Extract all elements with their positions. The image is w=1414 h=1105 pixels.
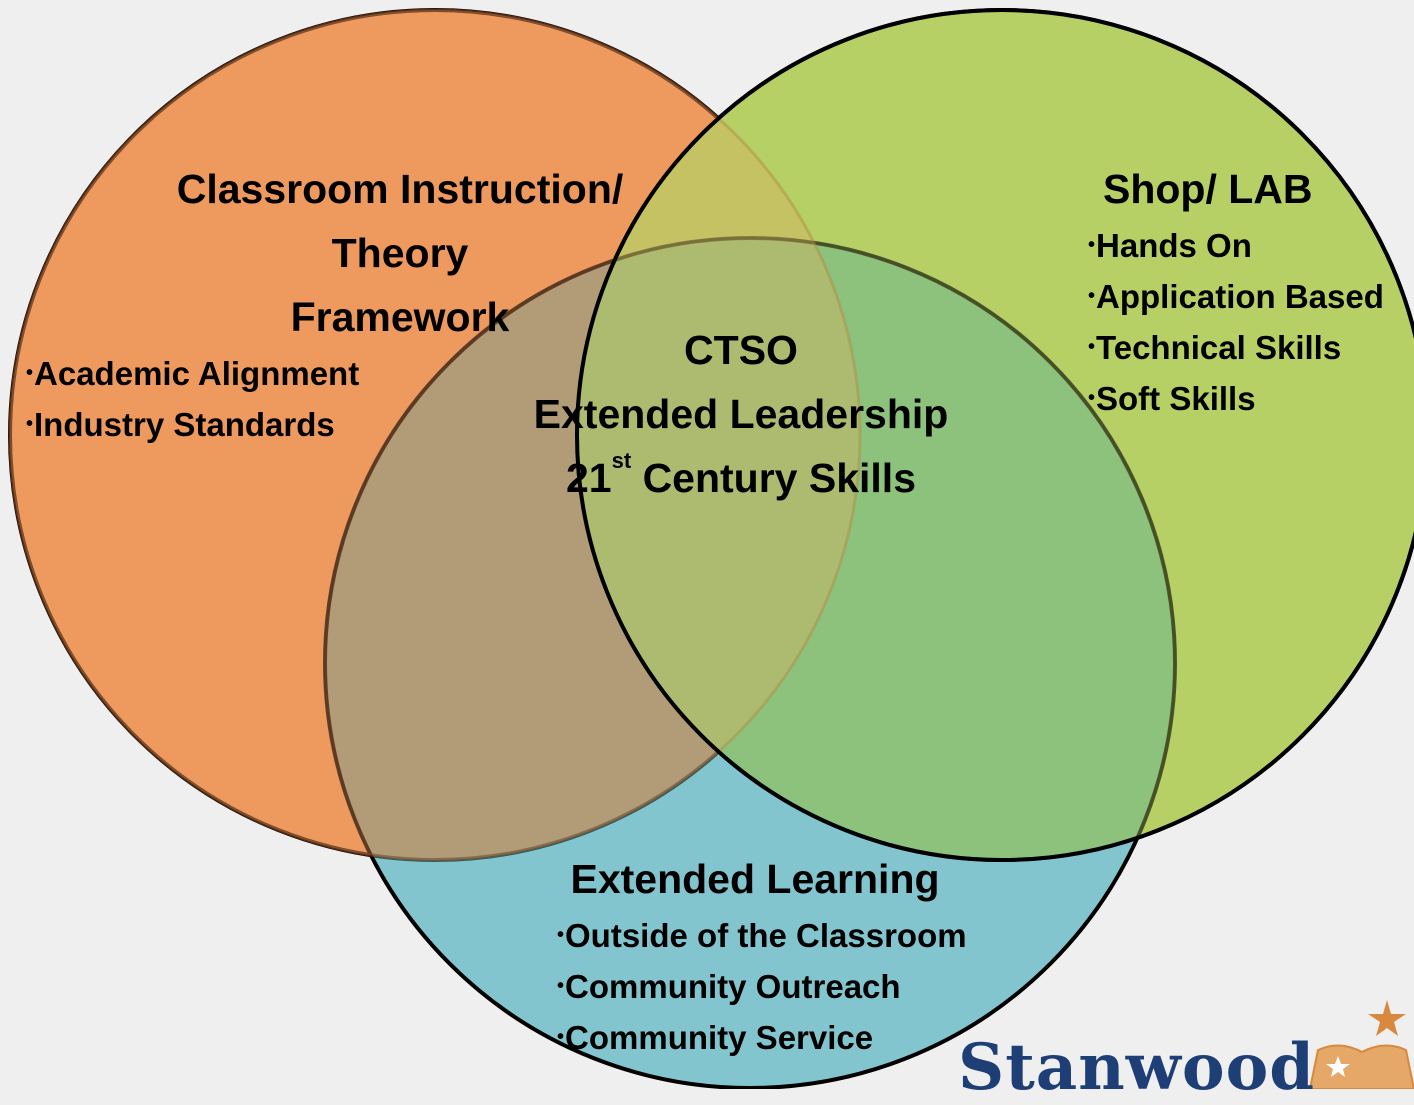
bullet-icon: • — [1088, 387, 1096, 409]
shop-bullet: •Hands On — [1088, 227, 1252, 264]
learning-bullet: •Community Service — [557, 1019, 874, 1056]
classroom-bullet: •Academic Alignment — [26, 355, 360, 392]
classroom-title-line3: Framework — [290, 294, 510, 340]
bullet-icon: • — [557, 924, 565, 946]
center-line2: Extended Leadership — [533, 391, 949, 437]
stanwood-logo: Stanwood — [958, 1030, 1315, 1105]
classroom-circle-overlay — [8, 8, 862, 862]
learning-bullet: •Outside of the Classroom — [557, 917, 967, 954]
shop-bullet: •Technical Skills — [1088, 329, 1342, 366]
extended-learning-outline — [323, 236, 1177, 1089]
bullet-icon: • — [557, 1026, 565, 1048]
center-line1: CTSO — [684, 327, 798, 373]
learning-bullet: •Community Outreach — [557, 968, 901, 1005]
bullet-icon: • — [557, 975, 565, 997]
bullet-icon: • — [1088, 285, 1096, 307]
center-line3: 21st Century Skills — [566, 448, 916, 502]
shop-title: Shop/ LAB — [1103, 166, 1313, 212]
learning-title: Extended Learning — [570, 856, 940, 902]
extended-learning-circle — [323, 236, 1177, 1089]
shop-bullet: •Soft Skills — [1088, 380, 1256, 417]
shop-bullet: •Application Based — [1088, 278, 1384, 315]
classroom-title-line2: Theory — [331, 230, 469, 276]
bullet-icon: • — [26, 413, 34, 435]
bullet-icon: • — [1088, 234, 1096, 256]
classroom-bullet: •Industry Standards — [26, 406, 335, 443]
classroom-title-line1: Classroom Instruction/ — [176, 166, 624, 212]
bullet-icon: • — [1088, 336, 1096, 358]
shop-circle-overlay — [575, 8, 1414, 862]
bullet-icon: • — [26, 362, 34, 384]
book-star-icon — [1308, 1000, 1414, 1089]
